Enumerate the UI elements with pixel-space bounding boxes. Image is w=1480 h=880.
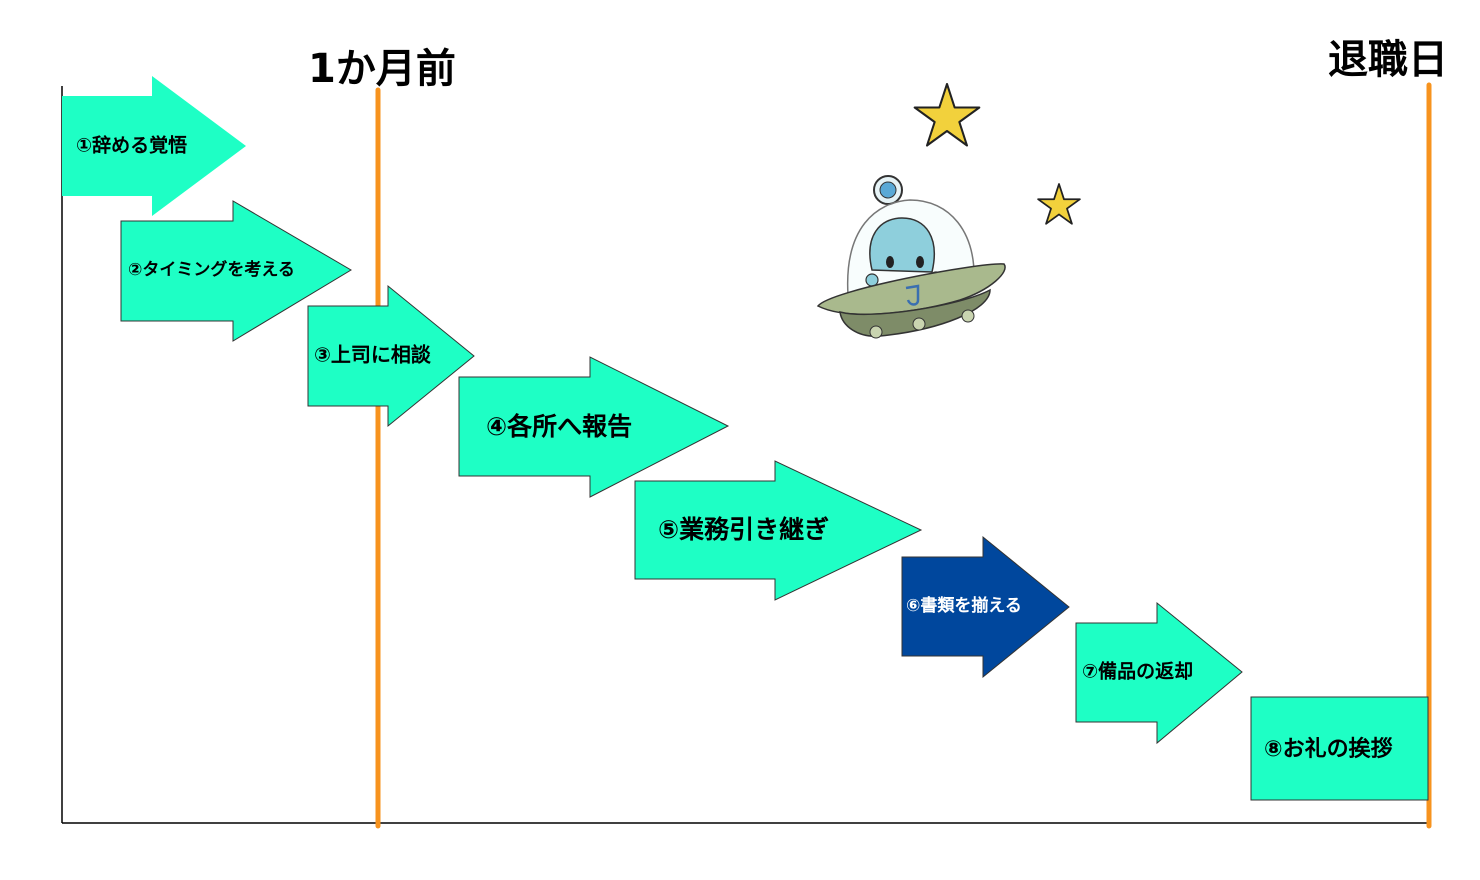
step-arrow-7-shape bbox=[1075, 601, 1243, 745]
step-box-8: ⑧お礼の挨拶 bbox=[1250, 696, 1429, 801]
one-month-before-label: 1か月前 bbox=[308, 46, 456, 92]
step-arrow-4-label: ④各所へ報告 bbox=[486, 412, 632, 441]
step-arrow-6-shape bbox=[901, 535, 1070, 679]
step-arrow-3-label: ③上司に相談 bbox=[314, 343, 432, 367]
step-arrow-2: ②タイミングを考える bbox=[120, 200, 352, 342]
step-arrow-1-shape bbox=[62, 76, 246, 216]
step-arrow-5: ⑤業務引き継ぎ bbox=[634, 460, 923, 601]
step-arrow-3-shape bbox=[307, 284, 475, 428]
step-arrow-4: ④各所へ報告 bbox=[458, 356, 730, 498]
step-arrow-5-label: ⑤業務引き継ぎ bbox=[658, 515, 829, 544]
step-arrow-4-shape bbox=[458, 356, 730, 498]
step-arrow-1: ①辞める覚悟 bbox=[62, 76, 246, 216]
step-arrow-1-label: ①辞める覚悟 bbox=[76, 134, 187, 157]
step-arrow-3: ③上司に相談 bbox=[307, 284, 475, 428]
step-box-8-shape bbox=[1250, 696, 1429, 801]
step-box-8-label: ⑧お礼の挨拶 bbox=[1264, 736, 1393, 762]
step-arrow-5-shape bbox=[634, 460, 923, 601]
star-icon bbox=[913, 82, 981, 147]
retirement-day-label: 退職日 bbox=[1328, 37, 1448, 83]
step-arrow-2-label: ②タイミングを考える bbox=[128, 259, 295, 280]
step-arrow-6-label: ⑥書類を揃える bbox=[906, 595, 1022, 616]
step-arrow-7: ⑦備品の返却 bbox=[1075, 601, 1243, 745]
step-arrow-2-shape bbox=[120, 200, 352, 342]
step-arrow-7-label: ⑦備品の返却 bbox=[1082, 660, 1193, 683]
ufo-alien-illustration bbox=[816, 175, 1006, 339]
star-icon-small bbox=[1037, 183, 1081, 225]
step-arrow-6: ⑥書類を揃える bbox=[901, 535, 1070, 679]
